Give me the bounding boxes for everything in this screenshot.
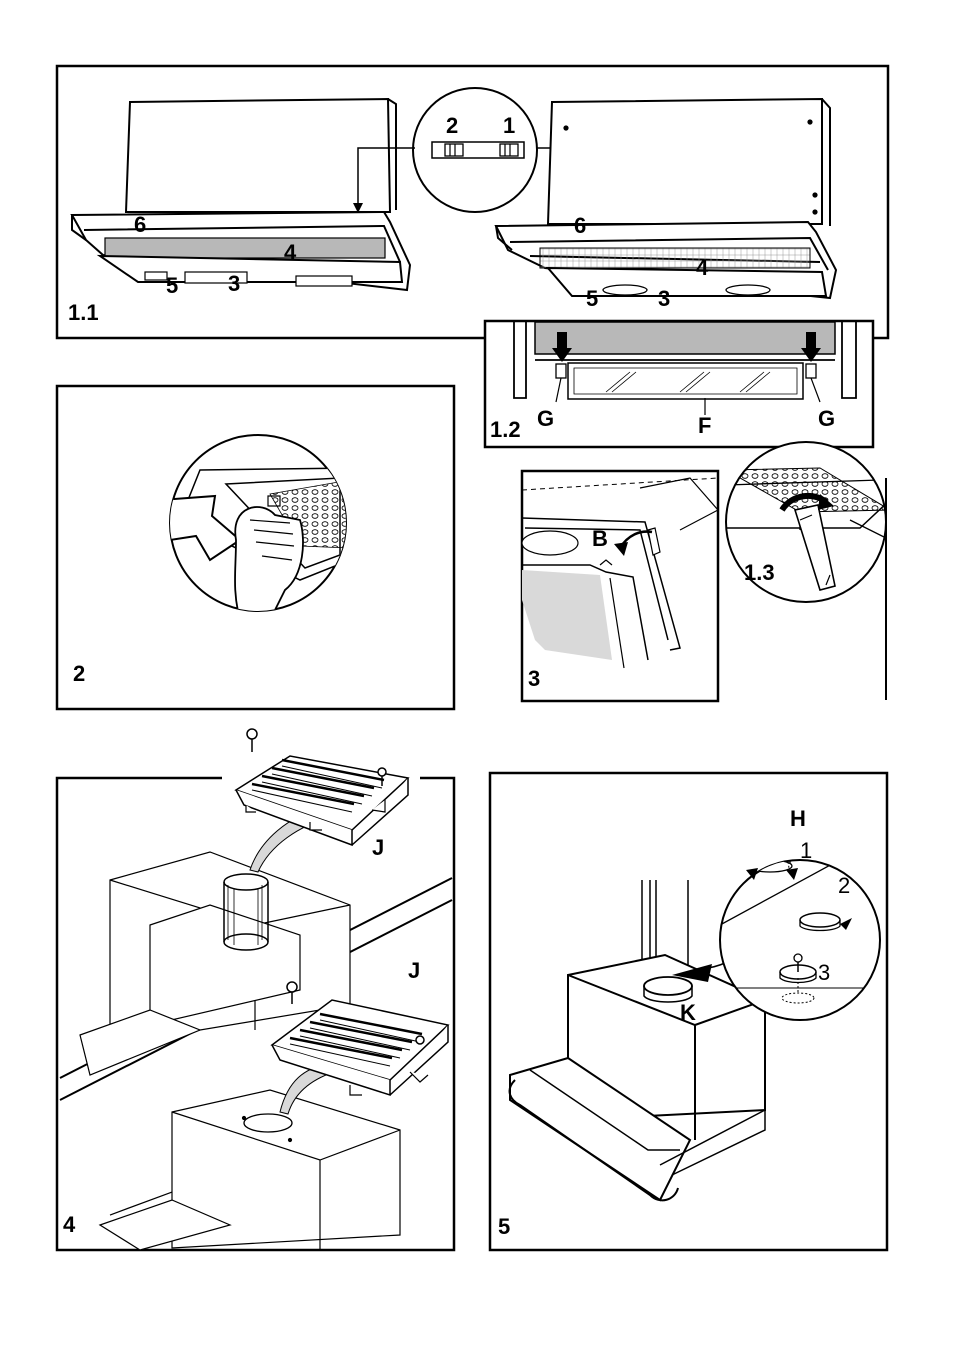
panel-1-3-number: 1.3 <box>744 560 775 585</box>
panel-3-number: 3 <box>528 666 540 691</box>
label-3-right: 3 <box>658 286 670 311</box>
panel-4-number: 4 <box>63 1212 76 1237</box>
carbon-filter-J-top <box>234 728 410 847</box>
label-4-right: 4 <box>696 255 709 280</box>
panel-2-number: 2 <box>73 661 85 686</box>
panel-1-1-frame <box>55 64 890 340</box>
panel-2: 2 <box>55 384 456 711</box>
panel-1-2: G F G 1.2 <box>483 319 875 449</box>
carbon-filter-J-bottom <box>270 981 450 1097</box>
panel-5-detail-circle <box>719 859 881 1021</box>
duct-ring-K <box>643 976 693 996</box>
label-F: F <box>698 413 711 438</box>
label-K: K <box>680 1000 696 1025</box>
panel-5: K H 1 2 3 5 <box>488 771 889 1252</box>
panel-5-hood <box>508 953 766 1202</box>
switch-position-2: 2 <box>446 113 458 138</box>
label-J-bottom: J <box>408 958 420 983</box>
exhaust-duct <box>641 880 689 980</box>
label-5-left: 5 <box>166 273 178 298</box>
switch-detail-circle <box>412 87 538 213</box>
hood-left-drawing <box>70 97 412 292</box>
lamp-cover-F <box>567 362 804 400</box>
label-B: B <box>592 526 608 551</box>
light-left <box>184 271 248 284</box>
outlet-pipe-top <box>223 873 269 891</box>
hood-right-drawing <box>494 97 838 300</box>
step-3: 3 <box>818 960 830 985</box>
label-6-left: 6 <box>134 212 146 237</box>
panel-1-1: 6 4 5 3 2 1 <box>55 64 890 340</box>
panel-3: B 3 <box>520 469 720 703</box>
label-J-top: J <box>372 835 384 860</box>
grease-filter-left <box>104 237 386 259</box>
panel-1-2-number: 1.2 <box>490 417 521 442</box>
arrow-press-right <box>801 332 821 362</box>
switch-position-1: 1 <box>503 113 515 138</box>
arrow-press-left <box>552 332 572 362</box>
label-G-left: G <box>537 406 554 431</box>
panel-5-number: 5 <box>498 1214 510 1239</box>
label-5-right: 5 <box>586 286 598 311</box>
push-arrow-2 <box>170 494 242 562</box>
arrow-to-K <box>672 964 712 982</box>
label-G-right: G <box>818 406 835 431</box>
label-H: H <box>790 806 806 831</box>
filter-strip <box>534 321 836 355</box>
panel-4: J J 4 <box>55 728 456 1252</box>
panel-2-frame <box>55 384 456 711</box>
hand <box>234 506 304 611</box>
panel-1-1-number: 1.1 <box>68 300 99 325</box>
label-6-right: 6 <box>574 213 586 238</box>
step-2: 2 <box>838 873 850 898</box>
step-1: 1 <box>800 838 812 863</box>
label-3-left: 3 <box>228 271 240 296</box>
panel-3-frame <box>520 469 720 703</box>
panel-4-bottom-hood <box>98 1063 401 1251</box>
panel-1-3: 1.3 <box>725 441 887 700</box>
panel-5-frame <box>488 771 889 1252</box>
label-4-left: 4 <box>284 240 297 265</box>
filter-panel-shade <box>522 570 612 660</box>
panel-4-frame <box>55 776 456 1252</box>
